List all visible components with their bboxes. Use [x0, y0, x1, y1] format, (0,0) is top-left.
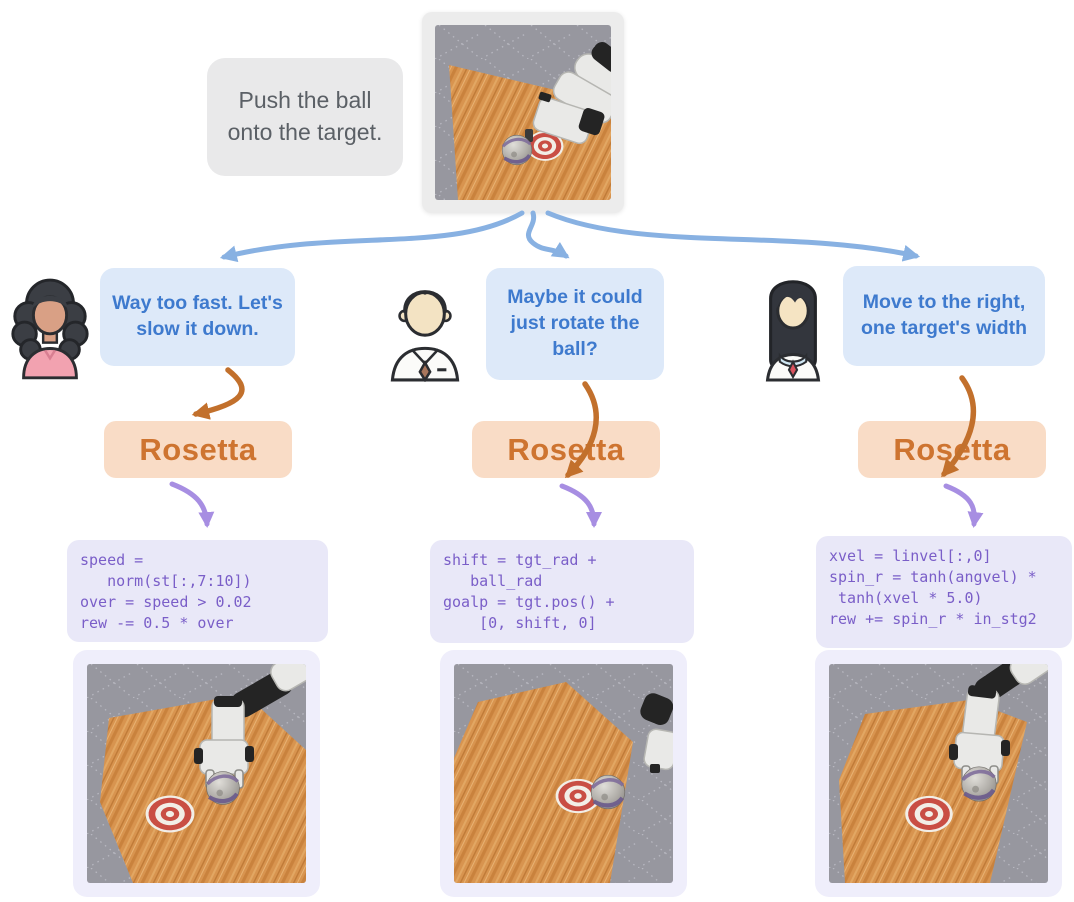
ball-icon [591, 775, 625, 809]
orange-flow-arrow-left [191, 367, 245, 420]
task-image-frame [422, 12, 624, 213]
user2-message-bubble: Maybe it could just rotate the ball? [486, 268, 664, 380]
purple-flow-arrow-left [169, 481, 215, 528]
result-sim-image-2 [454, 664, 673, 883]
woman-curly-hair-avatar-icon [11, 278, 89, 380]
code-block-3: xvel = linvel[:,0] spin_r = tanh(angvel)… [816, 536, 1072, 648]
rosetta-label: Rosetta [507, 431, 625, 467]
ball-icon [207, 772, 240, 805]
rosetta-box-3: Rosetta [858, 421, 1046, 478]
rosetta-box-1: Rosetta [104, 421, 292, 478]
ball-icon [962, 767, 996, 801]
instruction-bubble: Push the ball onto the target. [207, 58, 403, 176]
robot-arm [949, 664, 1048, 785]
result-image-frame-2 [440, 650, 687, 897]
rosetta-label: Rosetta [139, 431, 257, 467]
purple-flow-arrow-right [943, 483, 984, 528]
user3-message-bubble: Move to the right, one target's width [843, 266, 1045, 366]
blue-flow-arrow-middle [526, 210, 570, 259]
ball-icon [500, 133, 534, 167]
code-block-1: speed = norm(st[:,7:10]) over = speed > … [67, 540, 328, 642]
rosetta-label: Rosetta [893, 431, 1011, 467]
man-gray-hair-avatar-icon [390, 290, 460, 382]
purple-flow-arrow-middle [559, 483, 602, 528]
woman-long-hair-avatar-icon [765, 280, 821, 382]
user3-message: Move to the right, one target's width [860, 291, 1028, 339]
blue-flow-arrow-left [219, 210, 525, 263]
result-sim-image-3 [829, 664, 1048, 883]
result-sim-image-1 [87, 664, 306, 883]
result-image-frame-1 [73, 650, 320, 897]
blue-flow-arrow-right [545, 210, 921, 262]
robot-arm [640, 693, 673, 773]
rosetta-box-2: Rosetta [472, 421, 660, 478]
instruction-text: Push the ball onto the target. [227, 87, 383, 145]
robot-arm [525, 42, 611, 145]
user2-message: Maybe it could just rotate the ball? [507, 286, 643, 360]
task-sim-image [435, 25, 611, 200]
result-image-frame-3 [815, 650, 1062, 897]
code-block-2: shift = tgt_rad + ball_rad goalp = tgt.p… [430, 540, 694, 643]
user1-message-bubble: Way too fast. Let's slow it down. [100, 268, 295, 366]
user1-message: Way too fast. Let's slow it down. [112, 292, 283, 340]
